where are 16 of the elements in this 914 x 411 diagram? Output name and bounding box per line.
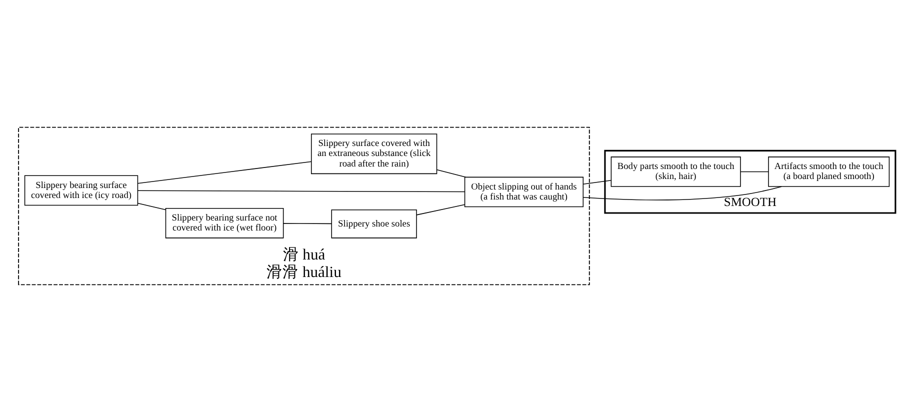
node-box: Body parts smooth to the touch (skin, hair) [610, 156, 741, 186]
connector [138, 190, 465, 192]
connector [137, 202, 166, 210]
node-box: Slippery bearing surface not covered with ice (wet floor) [165, 207, 284, 238]
connector [740, 170, 769, 172]
connector [137, 160, 312, 184]
connector [582, 179, 612, 184]
node-box: Slippery surface covered with an extraneous substance (slick road after the rain) [310, 133, 438, 174]
node-box: Slippery bearing surface covered with ice (icy road) [24, 174, 138, 206]
connector [583, 186, 782, 200]
node-box: Artifacts smooth to the touch (a board planed smooth) [768, 156, 890, 186]
connector [416, 204, 466, 215]
connector [436, 168, 466, 178]
node-box: Object slipping out of hands (a fish that was caught) [464, 176, 584, 207]
node-box: Slippery shoe soles [331, 209, 417, 238]
connector [282, 222, 332, 224]
